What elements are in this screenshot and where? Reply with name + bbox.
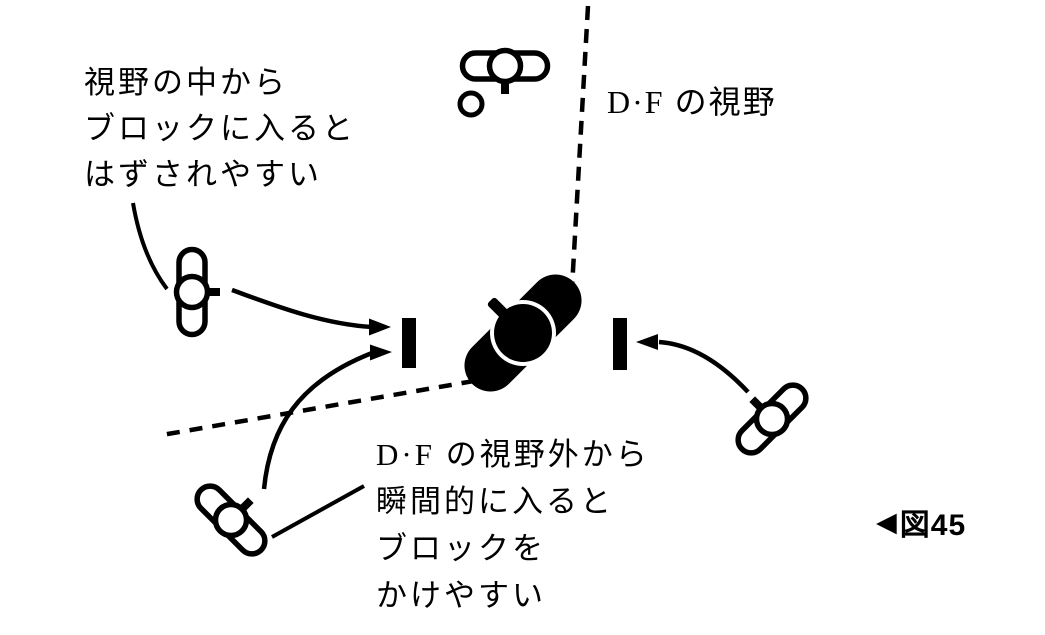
left-triangle-icon: ◀ [876, 506, 898, 537]
arrowhead-icon [636, 334, 658, 350]
annotation-line: ブロックを [376, 531, 546, 566]
attacker-left-icon [177, 250, 221, 335]
leader-line-outside-annotation [271, 484, 365, 539]
arrow-left-player-to-bar [231, 287, 391, 336]
block-bar-left [402, 318, 416, 368]
ball-icon [457, 90, 485, 118]
annotation-line: ブロックに入ると [84, 111, 356, 146]
annotation-line: D·F の視野外から [376, 437, 650, 472]
attacker-bottom-left-icon [190, 470, 281, 561]
annotation-line: 視野の中から [84, 65, 288, 100]
arrow-right-player-to-bar [636, 334, 750, 394]
fov-boundary-line-diagonal [161, 374, 498, 438]
arrowhead-icon [370, 344, 392, 361]
annotation-outside-fov: D·F の視野外から 瞬間的に入ると ブロックを かけやすい [376, 431, 650, 619]
annotation-inside-fov: 視野の中から ブロックに入ると はずされやすい [84, 60, 356, 198]
annotation-line: はずされやすい [84, 157, 322, 192]
annotation-line: 瞬間的に入ると [376, 484, 614, 519]
attacker-top-icon [463, 51, 548, 95]
arrow-bottom-player-to-bar [261, 344, 392, 490]
fov-boundary-line-vertical [569, 5, 591, 289]
arrowhead-icon [369, 318, 391, 336]
figure-caption-label: 図45 [899, 509, 967, 542]
leader-line-inside-annotation [131, 202, 169, 291]
block-bar-right [613, 318, 627, 370]
fov-label: D·F の視野 [607, 84, 777, 120]
figure-caption: ◀ 図45 [876, 500, 966, 544]
annotation-line: かけやすい [376, 578, 546, 613]
